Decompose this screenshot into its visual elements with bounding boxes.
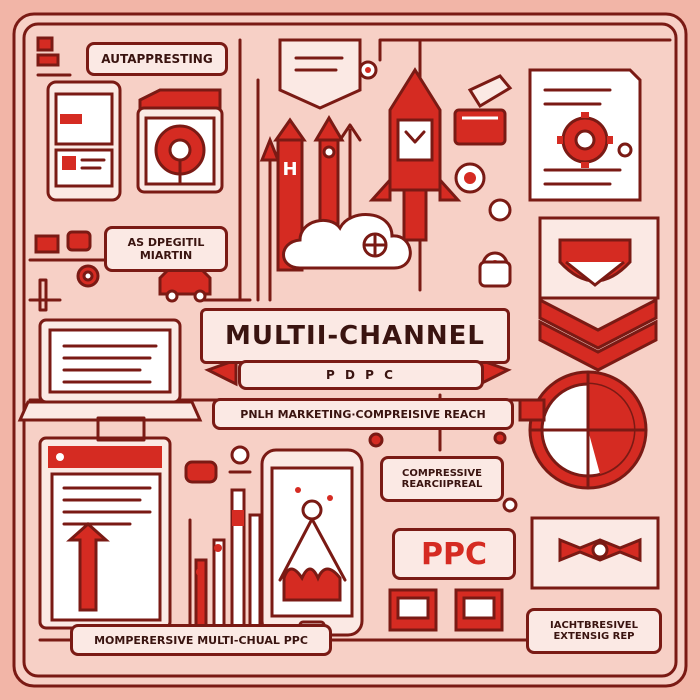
left-label-line2: MIARTIN <box>139 249 193 262</box>
banner-title: MULTII-CHANNEL <box>200 308 510 364</box>
left-label: AS DPEGITIL MIARTIN <box>104 226 228 272</box>
settings-document-icon <box>528 68 642 202</box>
top-left-icons <box>36 36 72 77</box>
comprehensive-label: COMPRESSIVE REARCIIPREAL <box>380 456 504 502</box>
shield-chevrons-icon <box>538 216 660 372</box>
marketing-line: PNLH MARKETING·COMPREISIVE REACH <box>212 398 514 430</box>
rocket-icon <box>368 67 462 242</box>
ribbon-panel <box>530 516 660 590</box>
center-right-icons <box>368 260 518 513</box>
smartphone-icon <box>260 448 364 637</box>
comprehensive-line2: REARCIIPREAL <box>401 479 483 490</box>
monitor-icons <box>374 588 522 642</box>
cloud-icon <box>282 213 412 270</box>
bottom-right-line1: IACHTBRESIVEL <box>549 620 638 631</box>
left-label-line1: AS DPEGITIL <box>127 236 205 249</box>
tagged-monitor-icon <box>136 88 224 194</box>
left-side-icons <box>34 230 212 312</box>
comprehensive-line1: COMPRESSIVE <box>402 468 482 479</box>
banner-subtitle: P D P C <box>238 360 484 390</box>
laptop-icon <box>17 318 203 422</box>
bottom-right-line2: EXTENSIG REP <box>553 631 635 642</box>
document-icon <box>278 38 378 110</box>
svg-text:H: H <box>282 159 297 180</box>
ppc-label: PPC <box>392 528 516 580</box>
bottom-left-label: MOMPERERSIVE MULTI-CHUAL PPC <box>70 624 332 656</box>
payment-card-icon <box>453 74 513 146</box>
bottom-right-label: IACHTBRESIVEL EXTENSIG REP <box>526 608 662 654</box>
tablet-icon <box>46 80 122 202</box>
chat-icons <box>184 445 252 484</box>
top-label: AUTAPPRESTING <box>86 42 228 76</box>
inner-frame <box>22 22 678 678</box>
clipboard-icon <box>38 416 172 630</box>
pencil-banner-shape <box>204 357 512 387</box>
pie-chart-icon <box>518 370 648 490</box>
